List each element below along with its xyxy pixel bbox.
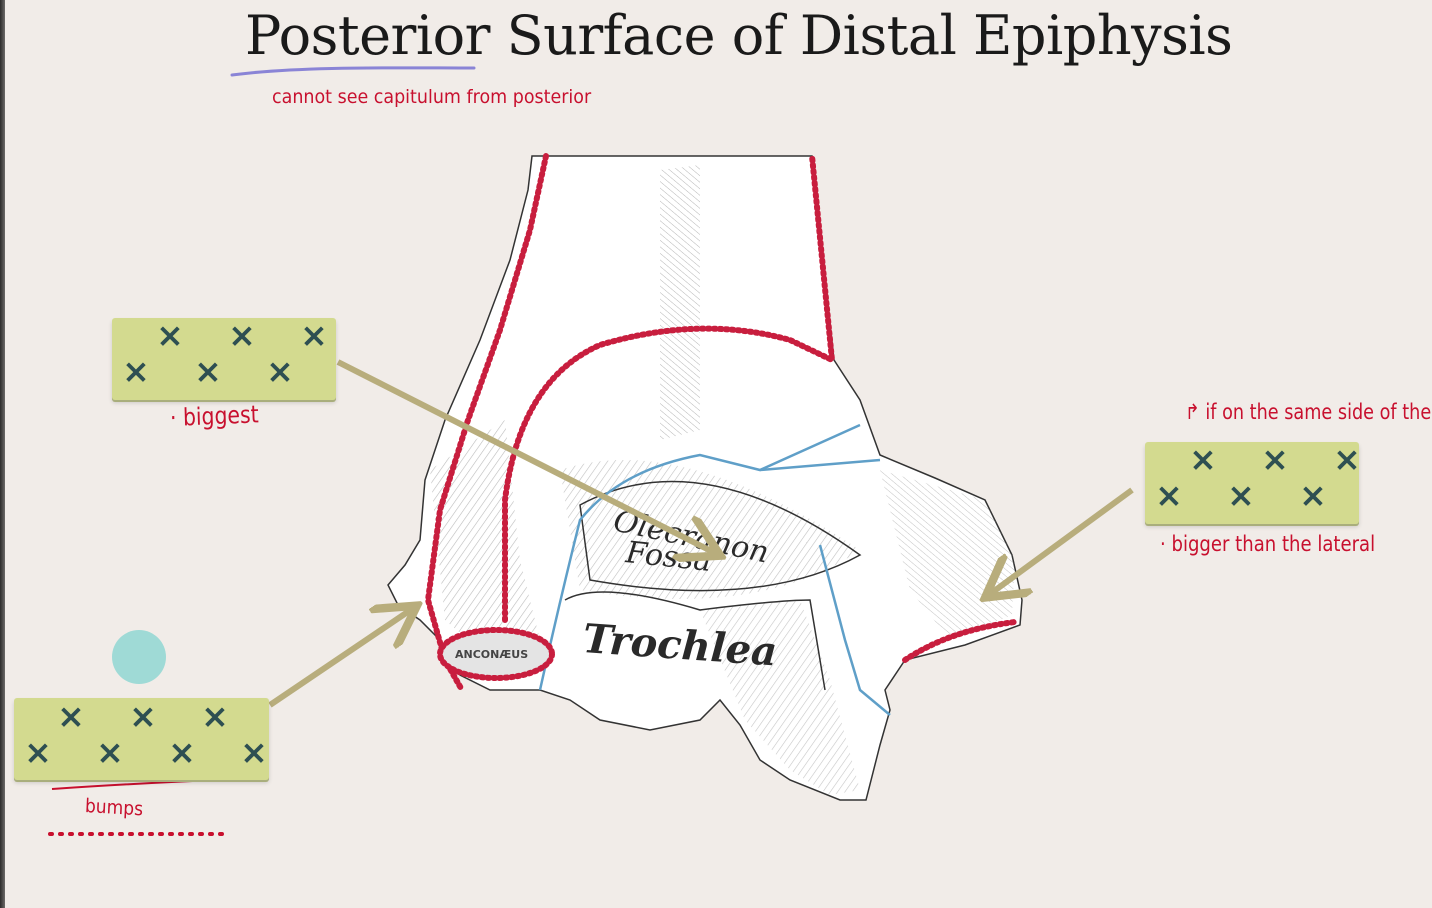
anconaeus-outline	[437, 627, 555, 681]
trochlea-shading	[700, 600, 860, 795]
arrow-to-lateral-epicondyle	[268, 609, 412, 708]
arrow-to-medial-epicondyle	[990, 487, 1134, 594]
capsule-line	[538, 423, 861, 691]
x-mark: ×	[122, 351, 150, 391]
x-mark: ×	[266, 351, 294, 391]
shaft-shading	[660, 165, 700, 440]
x-mark: ×	[240, 732, 268, 772]
x-mark: ×	[57, 696, 85, 736]
x-mark: ×	[96, 732, 124, 772]
hidden-label-box[interactable]: × × × × × ×	[112, 318, 336, 400]
page-edge	[0, 0, 5, 908]
x-mark: ×	[129, 696, 157, 736]
arch-outline	[502, 153, 836, 623]
hidden-label-box[interactable]: × × × × × ×	[1145, 439, 1361, 524]
lateral-shading	[430, 420, 540, 650]
x-mark: ×	[1189, 439, 1217, 479]
page-title: Posterior Surface of Distal Epiphysis	[245, 4, 1233, 67]
teal-dot-marker	[112, 630, 166, 684]
trochlea-outline	[564, 591, 826, 691]
title-underline	[230, 66, 476, 77]
capitulum-note: cannot see capitulum from posterior	[272, 86, 592, 108]
bumps-note: bumps	[84, 795, 144, 821]
arrow-to-fossa	[336, 359, 715, 553]
x-mark: ×	[156, 315, 184, 355]
x-mark: ×	[24, 732, 52, 772]
x-mark: ×	[300, 315, 328, 355]
bigger-note: · bigger than the lateral	[1160, 532, 1376, 556]
bumps-underline	[51, 778, 239, 790]
biggest-note: · biggest	[169, 400, 260, 432]
x-mark: ×	[1299, 475, 1327, 515]
medial-outline	[902, 619, 1018, 663]
x-mark: ×	[1333, 439, 1361, 479]
hidden-label-box[interactable]: × × × × × × ×	[14, 698, 269, 780]
x-mark: ×	[201, 696, 229, 736]
capsule-line-medial	[759, 458, 891, 716]
x-mark: ×	[228, 315, 256, 355]
x-mark: ×	[1261, 439, 1289, 479]
x-mark: ×	[1227, 475, 1255, 515]
x-mark: ×	[1155, 475, 1183, 515]
x-mark: ×	[168, 732, 196, 772]
fossa-outline	[579, 480, 862, 592]
anconaeus-label: ANCONÆUS	[455, 648, 528, 661]
same-side-note: ↱ if on the same side of the head	[1185, 400, 1432, 424]
x-mark: ×	[194, 351, 222, 391]
